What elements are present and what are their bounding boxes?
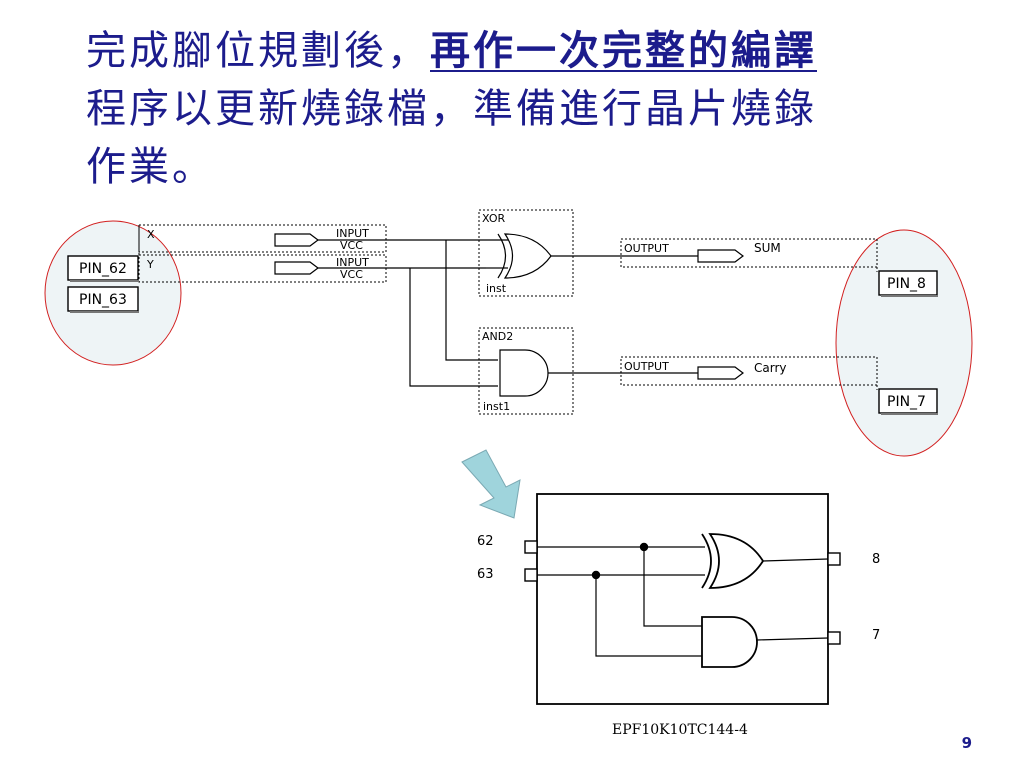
pin-63-label: PIN_63 <box>79 292 127 308</box>
chip-label-8: 8 <box>872 552 880 567</box>
xor-name: XOR <box>482 212 505 225</box>
pin-63-box <box>67 286 139 312</box>
xor-inst: inst <box>486 282 507 295</box>
wire-x-to-and <box>445 240 498 361</box>
chip-label-63: 63 <box>477 567 494 582</box>
pin-62-label: PIN_62 <box>79 261 127 277</box>
and-name: AND2 <box>482 330 513 343</box>
output-carry-type: OUTPUT <box>624 360 669 373</box>
input-y-symbol <box>274 261 319 275</box>
and-gate <box>499 349 549 397</box>
chip-pin-8 <box>827 552 841 566</box>
chip-junction-62 <box>639 542 649 552</box>
chip-body <box>536 493 829 705</box>
xor-box <box>478 209 574 297</box>
output-sum-symbol <box>697 249 744 263</box>
slide-title: 完成腳位規劃後，再作一次完整的編譯 程序以更新燒錄檔，準備進行晶片燒錄 作業。 <box>86 22 986 196</box>
chip-xor-back <box>701 533 712 589</box>
and-box <box>478 327 574 415</box>
chip-label-7: 7 <box>872 628 880 643</box>
chip-wire-62-and <box>643 547 702 627</box>
and-inst: inst1 <box>483 400 510 413</box>
input-x-vcc: VCC <box>340 239 363 252</box>
pin-8-label: PIN_8 <box>887 276 926 292</box>
chip-pin-63 <box>524 568 538 582</box>
chip-junction-63 <box>591 570 601 580</box>
xor-gate-back <box>497 233 507 279</box>
chip-and-gate <box>701 616 758 668</box>
chip-wire-63-and <box>595 575 702 657</box>
title-highlight: 再作一次完整的編譯 <box>430 27 817 74</box>
xor-gate <box>503 233 552 279</box>
pin-62-box <box>67 255 139 281</box>
page-number: 9 <box>961 734 972 752</box>
chip-name: EPF10K10TC144-4 <box>612 722 748 738</box>
title-text-1: 完成腳位規劃後， <box>86 28 430 74</box>
sum-name: SUM <box>754 241 781 255</box>
input-x-name: X <box>147 228 155 241</box>
pin-7-label: PIN_7 <box>887 394 926 410</box>
input-x-box <box>138 224 387 253</box>
chip-label-62: 62 <box>477 534 494 549</box>
title-text-3: 作業。 <box>86 144 215 190</box>
chip-and-out <box>756 637 829 641</box>
output-sum-type: OUTPUT <box>624 242 669 255</box>
schematic <box>44 209 973 457</box>
wire-y-to-and <box>409 268 498 387</box>
input-x-type: INPUT <box>336 227 369 240</box>
input-y-type: INPUT <box>336 256 369 269</box>
chip-xor-gate <box>708 533 765 589</box>
chip-diagram <box>524 493 841 705</box>
chip-pin-62 <box>524 540 538 554</box>
pin-highlight-right <box>835 229 973 457</box>
output-carry-symbol <box>697 366 744 380</box>
input-y-vcc: VCC <box>340 268 363 281</box>
chip-pin-7 <box>827 631 841 645</box>
pin-7-box <box>878 388 938 414</box>
input-y-name: Y <box>146 258 154 271</box>
chip-xor-out <box>762 558 829 562</box>
title-text-2: 程序以更新燒錄檔，準備進行晶片燒錄 <box>86 86 817 132</box>
input-x-symbol <box>274 233 319 247</box>
down-right-arrow-icon <box>461 449 521 519</box>
carry-name: Carry <box>754 361 787 375</box>
